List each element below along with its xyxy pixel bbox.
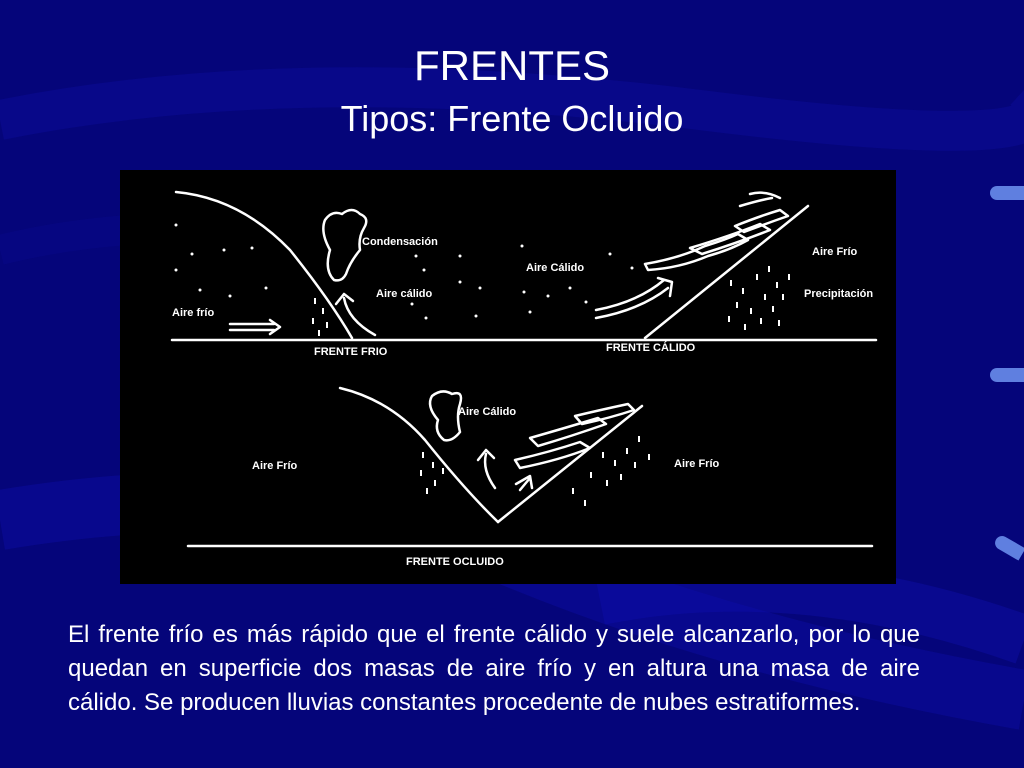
warm-front-arrow [594, 286, 670, 320]
label-warm-front-cold-air: Aire Frío [812, 246, 858, 258]
occluded-arrow-left [483, 452, 497, 490]
warm-air-arrowhead [334, 292, 355, 306]
label-cold-front-caption: FRENTE FRIO [314, 346, 388, 358]
occluded-warm-boundary [496, 404, 644, 524]
occluded-arrow-right [514, 474, 534, 492]
label-occluded-caption: FRENTE OCLUIDO [406, 556, 504, 568]
label-occluded-cold-air-right: Aire Frío [674, 458, 720, 470]
label-warm-front-caption: FRENTE CÁLIDO [606, 342, 696, 354]
warm-front-cloud-1 [643, 232, 750, 272]
precipitation-marks [174, 223, 790, 506]
page-title: FRENTES [413, 42, 610, 89]
cold-front-boundary [174, 190, 354, 340]
occluded-stratus-1 [513, 440, 592, 470]
warm-front-cloud-3 [733, 208, 790, 234]
occluded-arrowhead-left [476, 448, 496, 462]
label-occluded-cold-air-left: Aire Frío [252, 460, 298, 472]
label-cold-front-cold-air: Aire frío [172, 307, 215, 319]
page-subtitle: Tipos: Frente Ocluido [340, 98, 684, 139]
label-precipitation: Precipitación [804, 288, 874, 300]
label-cold-front-warm-air: Aire cálido [376, 288, 433, 300]
warm-front-boundary [643, 204, 810, 340]
occluded-cloud [428, 390, 463, 442]
warm-front-arrowhead [656, 276, 674, 298]
label-condensation: Condensación [362, 236, 438, 248]
fronts-diagram: Condensación Aire cálido Aire frío FRENT… [120, 170, 896, 584]
warm-air-arrow [342, 296, 377, 337]
occluded-stratus-2 [528, 416, 608, 448]
warm-front-cloud-4 [738, 191, 782, 208]
warm-front-arrow-inner [594, 278, 666, 312]
cold-front-cloud [322, 208, 368, 282]
label-warm-front-warm-air: Aire Cálido [526, 262, 585, 274]
warm-front-cloud-2 [688, 222, 772, 256]
side-tab-2 [990, 368, 1024, 382]
description-text: El frente frío es más rápido que el fren… [68, 621, 920, 716]
label-occluded-warm-air: Aire Cálido [458, 406, 517, 418]
fronts-diagram-drawing [170, 190, 878, 548]
occluded-stratus-3 [573, 402, 636, 426]
occluded-cold-boundary [338, 386, 500, 524]
cold-air-arrow [228, 318, 282, 336]
side-tab-1 [990, 186, 1024, 200]
